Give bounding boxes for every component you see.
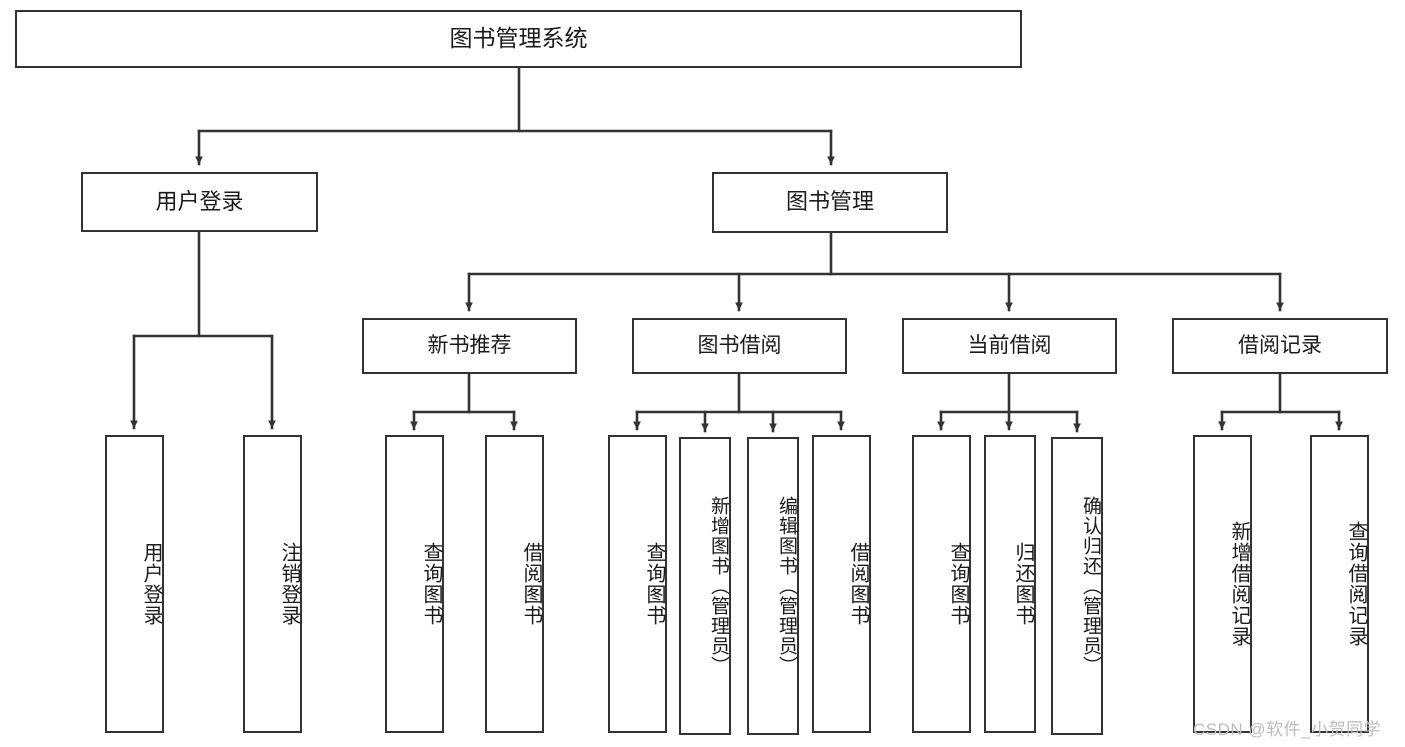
leaf-label: 新增借阅记录: [1228, 521, 1250, 647]
node-root: 图书管理系统: [15, 10, 1022, 68]
leaf-label: 借阅图书: [847, 542, 869, 626]
leaf-current-query-book[interactable]: 查询图书: [912, 435, 971, 733]
leaf-new-book-query[interactable]: 查询图书: [385, 435, 444, 733]
leaf-label: 编辑图书（管理员）: [776, 496, 797, 676]
leaf-label: 查询图书: [947, 542, 969, 626]
leaf-label: 归还图书: [1012, 542, 1034, 626]
leaf-new-book-borrow[interactable]: 借阅图书: [485, 435, 544, 733]
node-current-borrow-label: 当前借阅: [967, 334, 1052, 358]
leaf-current-confirm-return-admin[interactable]: 确认归还（管理员）: [1051, 437, 1103, 735]
node-root-label: 图书管理系统: [449, 25, 588, 52]
node-new-book-recommend[interactable]: 新书推荐: [362, 318, 577, 374]
watermark: CSDN @软件_小贺同学: [1193, 720, 1382, 739]
leaf-label: 查询图书: [643, 542, 665, 626]
node-borrow-record[interactable]: 借阅记录: [1172, 318, 1388, 374]
node-book-borrow[interactable]: 图书借阅: [632, 318, 847, 374]
node-user-login-label: 用户登录: [155, 188, 244, 214]
leaf-record-query-record[interactable]: 查询借阅记录: [1310, 435, 1369, 733]
leaf-current-return-book[interactable]: 归还图书: [984, 435, 1036, 733]
node-book-management[interactable]: 图书管理: [712, 172, 948, 233]
leaf-label: 新增图书（管理员）: [708, 496, 729, 676]
leaf-label: 注销登录: [278, 542, 300, 626]
leaf-label: 借阅图书: [520, 542, 542, 626]
node-book-management-label: 图书管理: [785, 189, 874, 215]
node-user-login[interactable]: 用户登录: [81, 172, 318, 232]
leaf-borrow-borrow-book[interactable]: 借阅图书: [812, 435, 871, 733]
node-current-borrow[interactable]: 当前借阅: [902, 318, 1117, 374]
leaf-user-login-signout[interactable]: 注销登录: [243, 435, 302, 733]
leaf-borrow-query-book[interactable]: 查询图书: [608, 435, 667, 733]
leaf-label: 查询借阅记录: [1345, 521, 1367, 647]
node-borrow-record-label: 借阅记录: [1238, 334, 1322, 358]
leaf-label: 查询图书: [420, 542, 442, 626]
leaf-borrow-edit-book-admin[interactable]: 编辑图书（管理员）: [747, 437, 799, 735]
leaf-label: 确认归还（管理员）: [1080, 496, 1101, 676]
node-new-book-recommend-label: 新书推荐: [427, 334, 512, 358]
leaf-label: 用户登录: [140, 542, 162, 626]
leaf-user-login-signin[interactable]: 用户登录: [105, 435, 164, 733]
leaf-borrow-add-book-admin[interactable]: 新增图书（管理员）: [679, 437, 731, 735]
leaf-record-add-record[interactable]: 新增借阅记录: [1193, 435, 1252, 733]
node-book-borrow-label: 图书借阅: [697, 334, 782, 358]
